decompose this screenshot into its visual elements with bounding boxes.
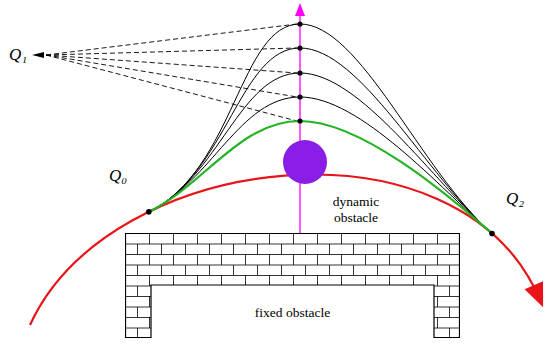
dynamic-obstacle-disk [283, 140, 327, 184]
obstacle-label: dynamic obstacle [318, 194, 394, 226]
source-mark [32, 52, 44, 58]
wall-outline [125, 233, 460, 338]
chosen-path [149, 121, 492, 233]
dashed-ray [46, 24, 297, 55]
point-label: Q₀ [109, 166, 127, 186]
path-arrowhead [525, 281, 544, 307]
dashed-ray [46, 55, 297, 73]
point-label: Q₂ [506, 189, 524, 209]
peak-dot [297, 70, 302, 75]
wall-label: fixed obstacle [255, 305, 330, 321]
candidate-path [149, 24, 492, 233]
fixed-obstacle-wall: fixed obstacle [125, 233, 460, 338]
candidate-path [149, 48, 492, 233]
brick-wall [126, 234, 460, 338]
candidate-path [149, 73, 492, 233]
peak-dot [297, 45, 302, 50]
waypoint-dot [146, 209, 152, 215]
peak-dot [297, 21, 302, 26]
candidate-path [149, 97, 492, 233]
motion-arrowhead [295, 3, 305, 16]
peak-dot [297, 118, 302, 123]
peak-dot [297, 94, 302, 99]
point-label: Q₁ [9, 45, 27, 65]
waypoint-dot [489, 231, 495, 237]
